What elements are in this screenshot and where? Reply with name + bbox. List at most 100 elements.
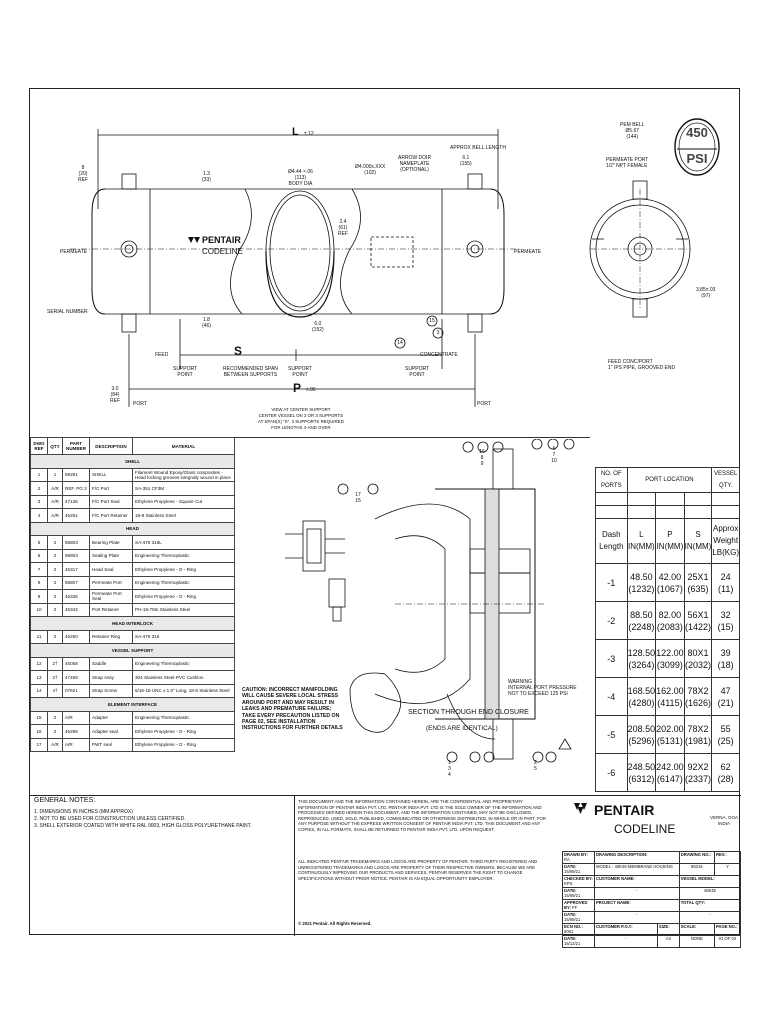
title-block-logo: PENTAIR CODELINE VERNA, GOA INDIA [562,795,741,858]
part-dwg-ref: 9 [30,589,48,604]
weight: 24 (11) [711,563,740,602]
dim-3-0: 3.0 (84) REF [110,386,120,404]
dim-1-3: 1.3 (33) [202,171,211,183]
parts-section-title: HEAD INTERLOCK [30,616,235,631]
bottom-divider [30,795,741,796]
ports-table: NO. OF PORTS PORT LOCATION VESSEL QTY. D… [595,467,740,792]
psi-value: 450 [686,125,708,140]
callout-15: 15 [429,318,435,324]
dim-P-tolerance: ±.06 [306,387,316,393]
part-number: A/R [62,710,90,725]
scale: NONE [678,935,715,948]
page-label: PAGE NO.: [715,924,738,929]
part-dwg-ref: 6 [30,548,48,563]
notes-divider [294,795,295,936]
body-brand: PENTAIR [202,235,241,245]
part-description: SHELL [89,467,133,482]
parts-table: DWG REF QTY PART NUMBER DESCRIPTION MATE… [30,437,235,752]
part-description: Permeate Port [89,575,133,590]
callout-mid-b: 15 [355,498,361,504]
part-number: 45260 [62,629,90,644]
callout-top-d: 6 [552,446,556,452]
part-description: Sealing Plate [89,548,133,563]
permeate-right-label: PERMEATE [514,249,542,255]
callout-3: 3 [436,330,440,336]
approved-by: FF [572,905,578,910]
feed-conc-port-label: FEED CONC/PORT 1" IPS PIPE, GROOVED END [608,359,676,371]
h-dash: Dash Length [595,518,628,564]
part-qty: 2 [47,575,63,590]
part-material: 5/16-18 UNC x 1.0" Long, 18-8 Stainless … [132,683,235,698]
body-dia: Ø4.44 ×.06 (113) BODY DIA [288,169,313,187]
checked-by: KPS [564,881,573,886]
part-number: 47459 [62,670,90,685]
approx-bell-length: APPROX BELL LENGTH [450,145,506,151]
psi-unit: PSI [686,151,708,166]
part-description: Saddle [89,656,133,671]
part-qty: 2 [47,602,63,617]
part-dwg-ref: 1 [30,467,48,482]
parts-section-header: ELEMENT INTERFACE [30,697,235,712]
center-support-note: VIEW AT CENTER SUPPORT CENTER VESSEL ON … [258,407,344,430]
part-material: Ethylene Propylene - O - Ring [132,562,235,577]
parts-section-header: HEAD INTERLOCK [30,616,235,631]
part-number: 45251 [62,508,90,523]
approved-date: 15/09/21 [564,917,581,922]
part-number: 45342 [62,602,90,617]
vessel-model: 40E45 [678,887,742,900]
h-port-location: PORT LOCATION [626,467,713,493]
part-number: 96803 [62,535,90,550]
part-qty: A/R [47,481,63,496]
part-qty: 4† [47,683,63,698]
weight: 47 (21) [711,677,740,716]
part-qty: 2 [47,710,63,725]
callouts-top-1: 16 8 9 [462,443,502,467]
part-number: 96803 [62,548,90,563]
part-qty: 2 [47,629,63,644]
hdr-qty: QTY [47,437,63,455]
part-material: SA-479 316 [132,629,235,644]
port-right-label: PORT [477,401,491,407]
dim-L-label: L [292,126,299,138]
part-dwg-ref: 11 [30,629,48,644]
callout-bot-c: 4 [448,772,451,778]
part-description: Head Seal [89,562,133,577]
length-P: 202.00 (5131) [655,715,685,754]
checked-date: 15/09/21 [564,893,581,898]
callout-bot-a: 1 [448,760,451,766]
part-number: 45058 [62,656,90,671]
weight: 62 (28) [711,753,740,792]
span-S: 25X1 (635) [683,563,713,602]
part-dwg-ref: 15 [30,710,48,725]
weight: 39 (18) [711,639,740,678]
part-material: Ethylene Propylene - O - Ring [132,589,235,604]
approved-by-label: APPROVED BY: [564,900,588,910]
h-no-ports: NO. OF PORTS [595,467,628,493]
h-P: P IN(MM) [655,518,685,564]
callouts-mid: 17 15 [338,486,378,504]
drawn-date: 15/09/21 [564,869,581,874]
note-1: 1. DIMENSIONS IN INCHES (MM APPROX) [34,809,133,815]
callout-top-f: 10 [551,458,557,464]
parts-section-title: HEAD [30,521,235,536]
part-dwg-ref: 8 [30,575,48,590]
callouts-bottom-2: 2 5 [534,754,537,772]
pentair-logo-icon [574,803,587,814]
part-qty: 2 [47,589,63,604]
part-number: REF. PG 2 [62,481,90,496]
title-location: VERNA, GOA INDIA [710,815,739,826]
title-brand: PENTAIR [594,802,655,818]
h-S: S IN(MM) [683,518,713,564]
h-weight: Approx Weight LB(KG) [711,518,740,564]
part-material: Engineering Thermoplastic [132,656,235,671]
length-P: 82.00 (2083) [655,601,685,640]
rev-label: REV.: [715,852,727,857]
